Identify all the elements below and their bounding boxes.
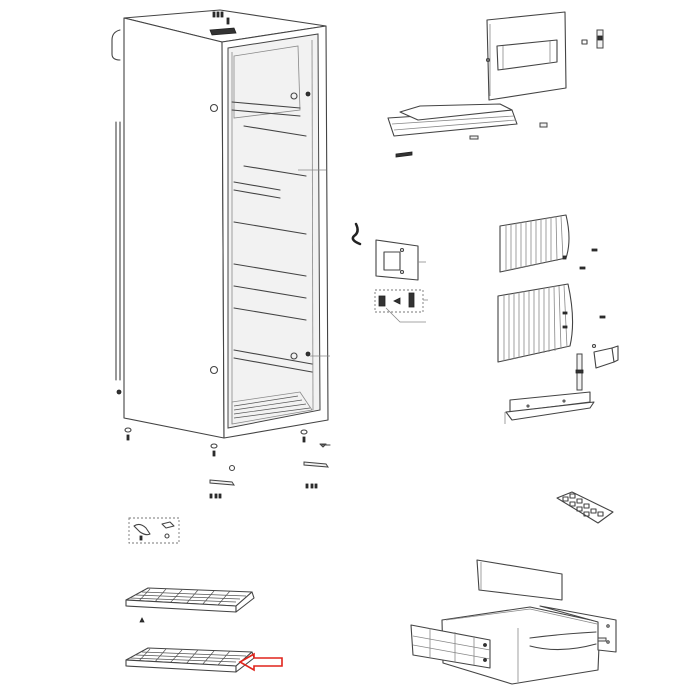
evaporator-upper[interactable]	[499, 214, 570, 273]
evaporator-lower[interactable]	[497, 283, 574, 363]
wire-shelf-upper[interactable]	[125, 587, 255, 613]
freezer-tray[interactable]	[387, 103, 518, 137]
shelf-screw	[139, 617, 145, 623]
highlight-arrow-icon	[238, 652, 283, 672]
crisper-front-panel[interactable]	[410, 624, 491, 669]
cabinet[interactable]	[111, 9, 330, 439]
mounting-bracket[interactable]	[591, 343, 619, 369]
wire-shelf-lower[interactable]	[125, 647, 255, 673]
freezer-small-parts[interactable]	[395, 122, 548, 158]
evaporator-screws[interactable]	[579, 248, 606, 319]
drain-tube[interactable]	[575, 353, 584, 391]
accessory-kit[interactable]	[128, 517, 180, 544]
switch-kit[interactable]	[374, 289, 428, 323]
top-hinge-parts	[209, 11, 237, 36]
shelf-rails	[233, 125, 313, 373]
ice-cube-tray[interactable]	[556, 491, 614, 524]
bottom-hinge-kit[interactable]	[209, 444, 331, 499]
door-latch-parts[interactable]	[581, 29, 604, 49]
crisper-cover[interactable]	[476, 559, 563, 601]
cabinet-feet[interactable]	[124, 427, 327, 457]
drip-tray[interactable]	[504, 391, 595, 424]
thermostat-box[interactable]	[351, 222, 426, 281]
cabinet-floor-grille	[231, 391, 313, 425]
freezer-door[interactable]	[485, 11, 567, 101]
